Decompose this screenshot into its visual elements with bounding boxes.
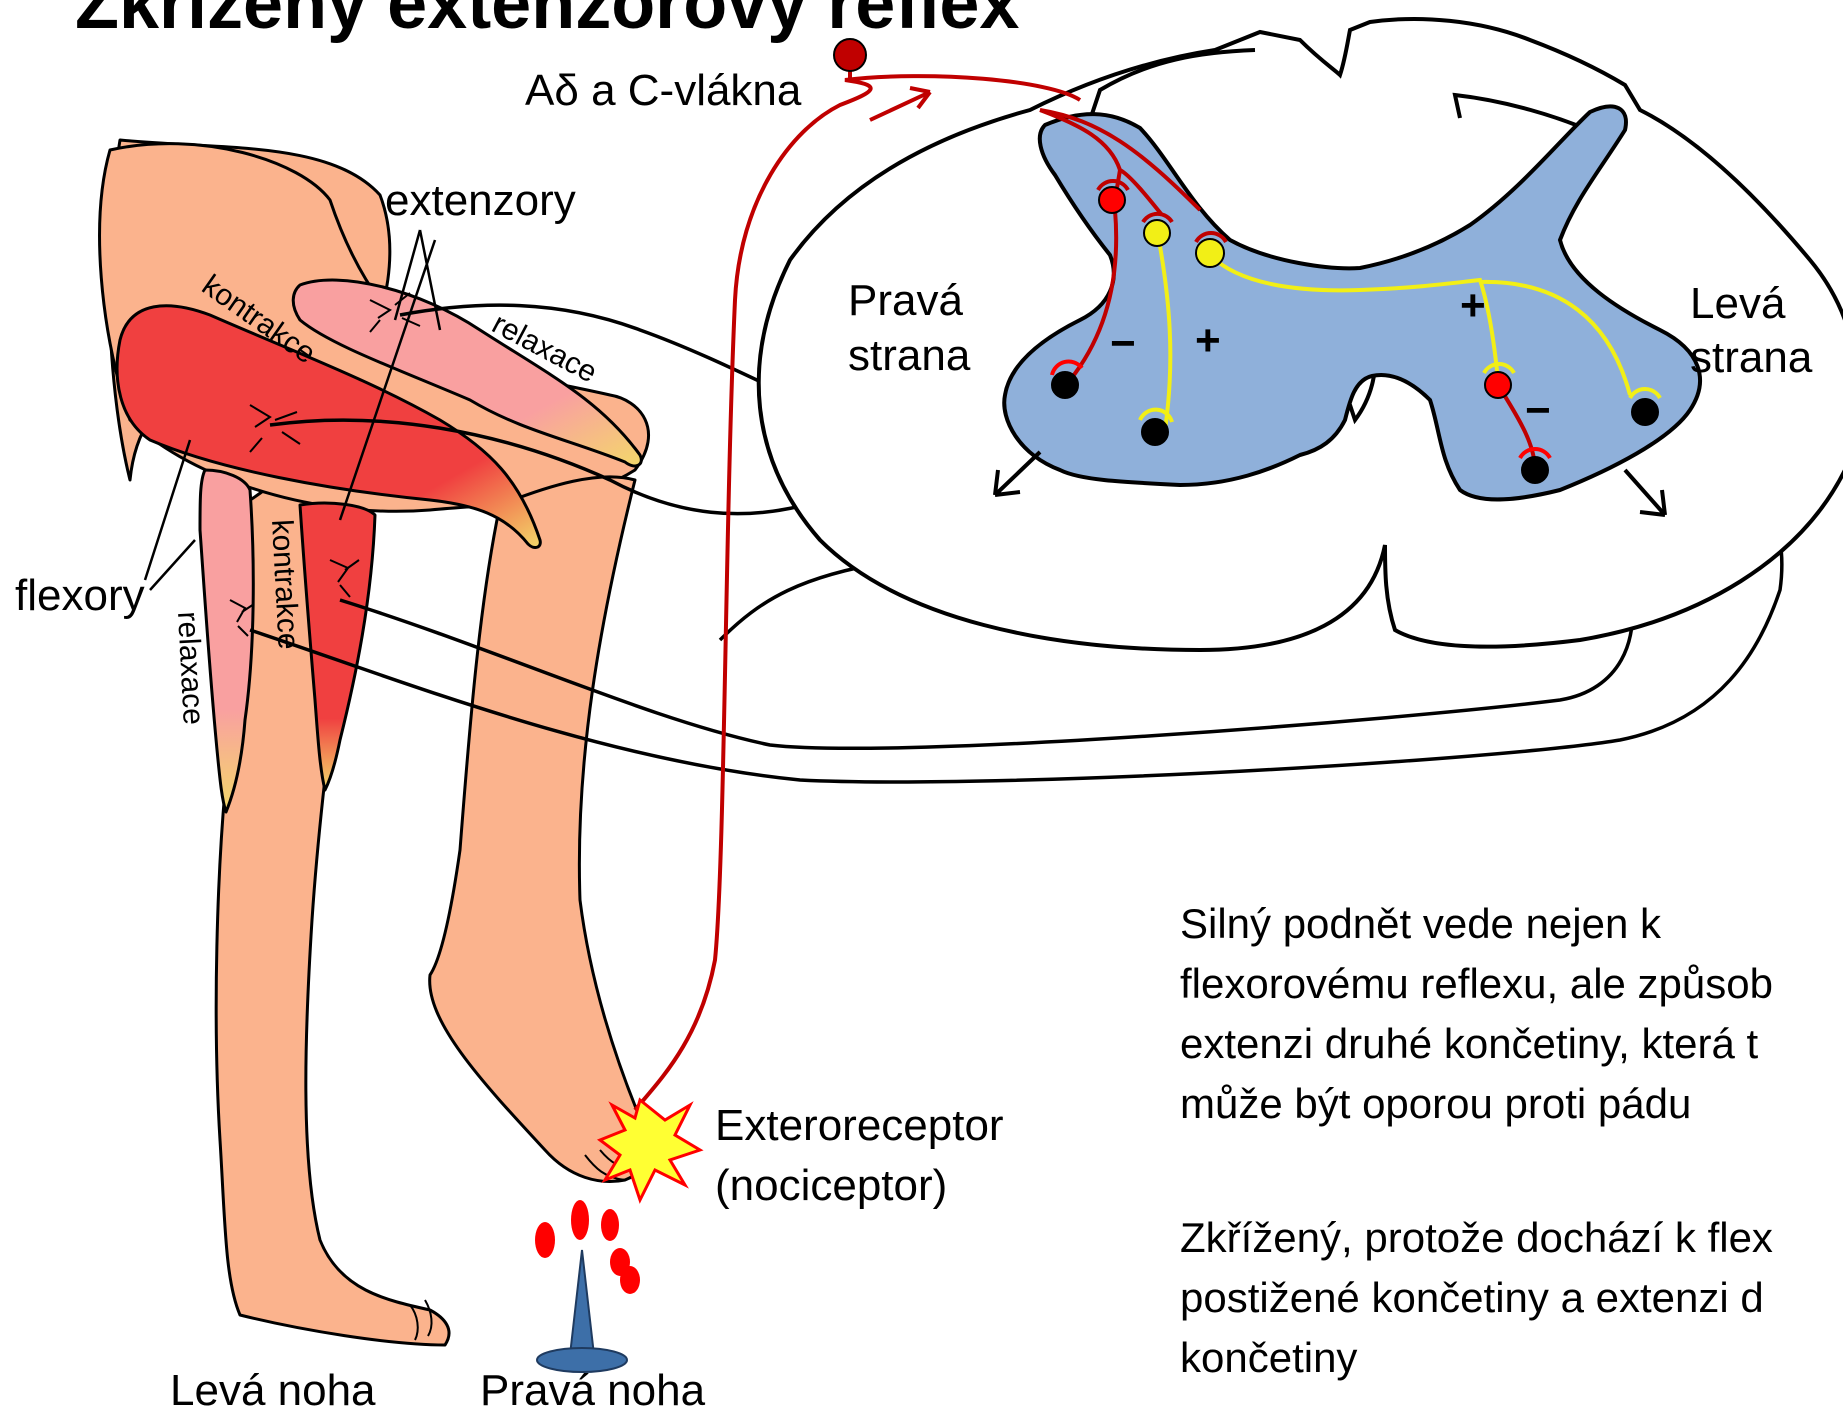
inhibitory-interneuron-left xyxy=(1485,372,1511,398)
motor-neuron-left-flexor xyxy=(1522,457,1548,483)
shin-back-state-label: kontrakce xyxy=(265,519,305,651)
left-side-label-line1: Levá xyxy=(1690,279,1786,328)
dorsal-root-ganglion xyxy=(834,39,866,71)
description-line: extenzi druhé končetiny, která t xyxy=(1180,1020,1759,1067)
motor-neuron-right-flexor xyxy=(1052,372,1078,398)
left-side-label-line2: strana xyxy=(1690,333,1813,382)
receptor-label-line1: Exteroreceptor xyxy=(715,1101,1004,1150)
shin-front-state-label: relaxace xyxy=(171,611,210,726)
description-line: končetiny xyxy=(1180,1334,1357,1381)
description-line: postižené končetiny a extenzi d xyxy=(1180,1274,1764,1321)
description-line: flexorovému reflexu, ale způsob xyxy=(1180,960,1773,1007)
motor-neuron-left-extensor xyxy=(1632,399,1658,425)
right-side-label-line1: Pravá xyxy=(848,276,963,325)
motor-neuron-right-extensor xyxy=(1142,419,1168,445)
description-line: Silný podnět vede nejen k xyxy=(1180,900,1662,947)
inhibitory-interneuron-right xyxy=(1099,187,1125,213)
inhibition-sign-right: − xyxy=(1110,319,1136,368)
excitatory-interneuron-right xyxy=(1144,220,1170,246)
description-line: Zkřížený, protože dochází k flex xyxy=(1180,1214,1773,1261)
page-title: Zkřížený extenzorový reflex xyxy=(75,0,1019,44)
description: Silný podnět vede nejen k flexorovému re… xyxy=(1180,900,1773,1381)
left-leg-label: Levá noha xyxy=(170,1366,376,1413)
receptor-label-line2: (nociceptor) xyxy=(715,1161,947,1210)
right-side-label-line2: strana xyxy=(848,331,971,380)
excitation-sign-left: + xyxy=(1460,281,1486,330)
excitation-sign-right: + xyxy=(1195,316,1221,365)
fiber-label: Aδ a C-vlákna xyxy=(525,66,802,115)
extensors-label: extenzory xyxy=(385,176,576,225)
excitatory-interneuron-commissural xyxy=(1196,239,1224,267)
blood-drops-icon xyxy=(535,1200,640,1294)
description-line: může být oporou proti pádu xyxy=(1180,1080,1691,1127)
right-shin xyxy=(430,477,650,1182)
flexors-label: flexory xyxy=(15,571,145,620)
inhibition-sign-left: − xyxy=(1525,386,1551,435)
right-leg-label: Pravá noha xyxy=(480,1366,706,1413)
